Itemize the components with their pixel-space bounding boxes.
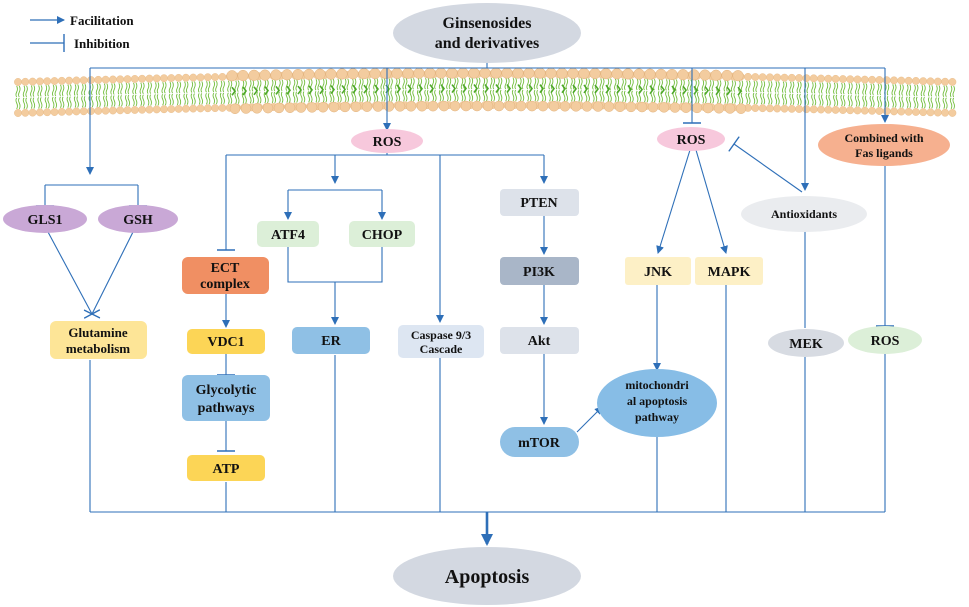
antioxidants-to-ros <box>728 136 803 193</box>
jnk-label: JNK <box>644 265 672 280</box>
ginsenosides-label-1: Ginsenosides <box>443 15 532 32</box>
ect-label-2: complex <box>200 277 250 292</box>
ect-complex-node: ECT complex <box>182 257 269 294</box>
legend-inhibition: Inhibition <box>74 36 130 51</box>
glycolytic-label-1: Glycolytic <box>196 383 257 398</box>
chop-label: CHOP <box>362 228 403 243</box>
apoptosis-label: Apoptosis <box>445 566 530 588</box>
vdc1-label: VDC1 <box>207 335 244 350</box>
mito-label-1: mitochondri <box>625 378 689 392</box>
gsh-to-glutamine <box>83 231 134 319</box>
gsh-node: GSH <box>98 205 178 233</box>
gls1-node: GLS1 <box>3 205 87 233</box>
er-node: ER <box>292 327 370 354</box>
ros-to-jnk <box>656 149 691 254</box>
mek-label: MEK <box>789 337 823 352</box>
glutamine-label-2: metabolism <box>66 341 130 356</box>
ros-bottom-label: ROS <box>871 334 900 349</box>
fas-ligands-node: Combined with Fas ligands <box>818 124 950 166</box>
atf4-label: ATF4 <box>271 228 305 243</box>
fas-label-1: Combined with <box>844 131 923 145</box>
legend-facilitation: Facilitation <box>70 13 134 28</box>
gls1-label: GLS1 <box>27 213 62 228</box>
jnk-node: JNK <box>625 257 691 285</box>
ginsenosides-node: Ginsenosides and derivatives <box>393 3 581 63</box>
gsh-label: GSH <box>123 213 153 228</box>
ect-label-1: ECT <box>211 261 240 276</box>
ros-center-label: ROS <box>373 135 402 150</box>
ros-right-node: ROS <box>657 127 725 151</box>
glycolytic-label-2: pathways <box>198 401 255 416</box>
ros-right-label: ROS <box>677 133 706 148</box>
mito-label-3: pathway <box>635 410 679 424</box>
mito-label-2: al apoptosis <box>627 394 688 408</box>
atp-node: ATP <box>187 455 265 481</box>
pten-node: PTEN <box>500 189 579 216</box>
mek-node: MEK <box>768 329 844 357</box>
legend: Facilitation Inhibition <box>30 13 134 52</box>
mtor-to-mito <box>576 406 603 433</box>
glycolytic-node: Glycolytic pathways <box>182 375 270 421</box>
mapk-node: MAPK <box>695 257 763 285</box>
caspase-node: Caspase 9/3 Cascade <box>398 325 484 358</box>
pi3k-label: PI3K <box>523 265 555 280</box>
antioxidants-node: Antioxidants <box>741 196 867 232</box>
ros-to-mapk <box>695 149 728 254</box>
atp-label: ATP <box>213 462 240 477</box>
er-label: ER <box>321 334 341 349</box>
ginsenosides-label-2: and derivatives <box>435 35 539 52</box>
atf4-node: ATF4 <box>257 221 319 247</box>
glutamine-label-1: Glutamine <box>68 325 127 340</box>
glutamine-node: Glutamine metabolism <box>50 321 147 359</box>
mito-apoptosis-node: mitochondri al apoptosis pathway <box>597 369 717 437</box>
caspase-label-2: Cascade <box>420 342 463 356</box>
connectors <box>36 63 894 513</box>
akt-label: Akt <box>528 334 551 349</box>
akt-node: Akt <box>500 327 579 354</box>
chop-node: CHOP <box>349 221 415 247</box>
ros-bottom-node: ROS <box>848 326 922 354</box>
mapk-label: MAPK <box>708 265 751 280</box>
gls1-to-glutamine <box>47 231 101 319</box>
mtor-label: mTOR <box>518 436 561 451</box>
vdc1-node: VDC1 <box>187 329 265 354</box>
pi3k-node: PI3K <box>500 257 579 285</box>
fas-label-2: Fas ligands <box>855 146 913 160</box>
pten-label: PTEN <box>520 196 557 211</box>
antioxidants-label: Antioxidants <box>771 207 837 221</box>
caspase-label-1: Caspase 9/3 <box>411 328 471 342</box>
ros-center-node: ROS <box>351 129 423 153</box>
mtor-node: mTOR <box>500 427 579 457</box>
apoptosis-node: Apoptosis <box>393 547 581 605</box>
cell-membrane <box>14 67 957 117</box>
